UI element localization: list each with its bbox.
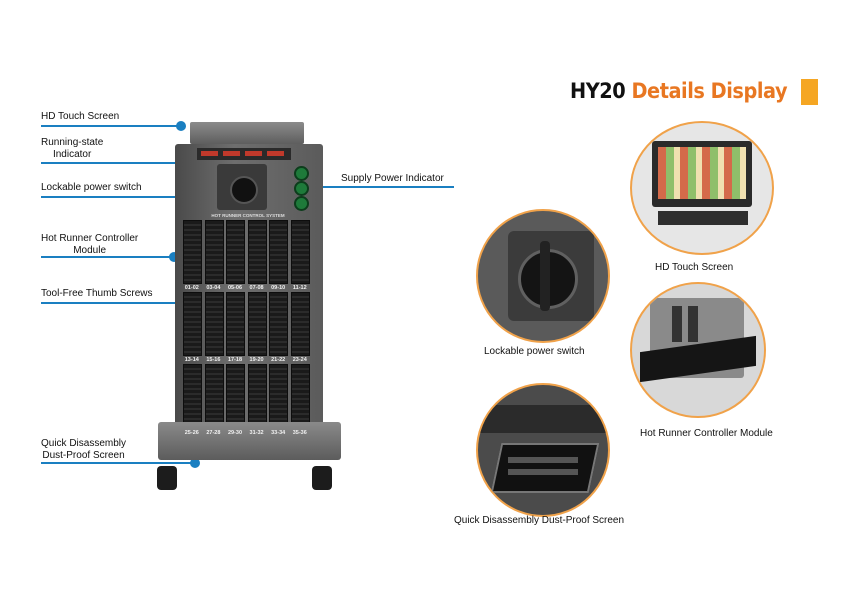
caster-wheel: [157, 466, 177, 490]
zone-label: 35-36: [292, 430, 307, 436]
cabinet-touch-screen: [190, 122, 304, 144]
callout-supply-power: Supply Power Indicator: [341, 173, 444, 184]
callout-dust-screen-line1: Quick Disassembly: [41, 438, 127, 449]
zone-labels-row3: 25-26 27-28 29-30 31-32 33-34 35-36: [181, 430, 311, 436]
zone-label: 29-30: [227, 430, 243, 436]
callout-line: [41, 196, 216, 198]
zone-label: 03-04: [206, 285, 221, 291]
dust-proof-screen-base: [158, 422, 341, 460]
callout-touch-screen: HD Touch Screen: [41, 111, 120, 122]
supply-power-lamp: [294, 166, 309, 181]
callout-controller-module-line1: Hot Runner Controller: [41, 233, 139, 244]
zone-label: 11-12: [292, 285, 307, 291]
callout-controller-module: Hot Runner Controller Module: [41, 233, 138, 257]
module-row: [181, 364, 311, 428]
title-text: Details Display: [631, 79, 788, 103]
detail-controller-module-image: [630, 282, 766, 418]
detail-dust-screen-image: [476, 383, 610, 517]
callout-line: [314, 186, 454, 188]
detail-controller-module-caption: Hot Runner Controller Module: [640, 428, 773, 439]
callout-power-switch: Lockable power switch: [41, 182, 142, 193]
callout-line: [41, 162, 187, 164]
callout-line: [41, 462, 194, 464]
callout-line: [41, 125, 180, 127]
zone-label: 15-16: [206, 357, 221, 363]
zone-label: 23-24: [292, 357, 307, 363]
zone-label: 33-34: [271, 430, 286, 436]
title-accent-bar: [801, 79, 818, 105]
page-title: HY20 Details Display: [570, 79, 788, 103]
zone-label: 07-08: [249, 285, 264, 291]
zone-label: 31-32: [249, 430, 264, 436]
zone-label: 09-10: [271, 285, 286, 291]
zone-label: 19-20: [249, 357, 264, 363]
supply-power-lamp: [294, 196, 309, 211]
module-row: [181, 220, 311, 284]
running-state-indicator: [197, 148, 291, 160]
zone-label: 21-22: [271, 357, 286, 363]
callout-thumb-screws: Tool-Free Thumb Screws: [41, 288, 153, 299]
model-name: HY20: [570, 79, 626, 103]
callout-dot: [190, 458, 200, 468]
supply-power-lamp: [294, 181, 309, 196]
callout-dust-screen-line2: Dust-Proof Screen: [42, 450, 125, 461]
zone-label: 13-14: [184, 357, 199, 363]
zone-label: 27-28: [206, 430, 221, 436]
zone-label: 17-18: [227, 357, 243, 363]
detail-power-switch-image: [476, 209, 610, 343]
callout-running-state-line2: Indicator: [52, 149, 92, 160]
detail-power-switch-caption: Lockable power switch: [484, 346, 585, 357]
detail-touch-screen-caption: HD Touch Screen: [655, 262, 734, 273]
zone-labels-row1: 01-02 03-04 05-06 07-08 09-10 11-12: [181, 285, 311, 291]
callout-running-state-line1: Running-state: [41, 137, 104, 148]
detail-dust-screen-caption: Quick Disassembly Dust-Proof Screen: [454, 515, 625, 526]
system-label: HOT RUNNER CONTROL SYSTEM: [211, 213, 285, 218]
callout-line: [41, 256, 174, 258]
callout-dust-screen: Quick Disassembly Dust-Proof Screen: [41, 438, 126, 462]
detail-touch-screen-image: [630, 121, 774, 255]
power-switch-knob: [230, 176, 258, 204]
callout-line: [41, 302, 189, 304]
zone-label: 01-02: [184, 285, 199, 291]
zone-labels-row2: 13-14 15-16 17-18 19-20 21-22 23-24: [181, 357, 311, 363]
zone-label: 05-06: [227, 285, 243, 291]
zone-label: 25-26: [184, 430, 199, 436]
callout-controller-module-line2: Module: [73, 245, 107, 256]
callout-dot: [176, 121, 186, 131]
callout-dot: [169, 252, 179, 262]
caster-wheel: [312, 466, 332, 490]
callout-running-state: Running-state Indicator: [41, 137, 103, 161]
module-row: [181, 292, 311, 356]
